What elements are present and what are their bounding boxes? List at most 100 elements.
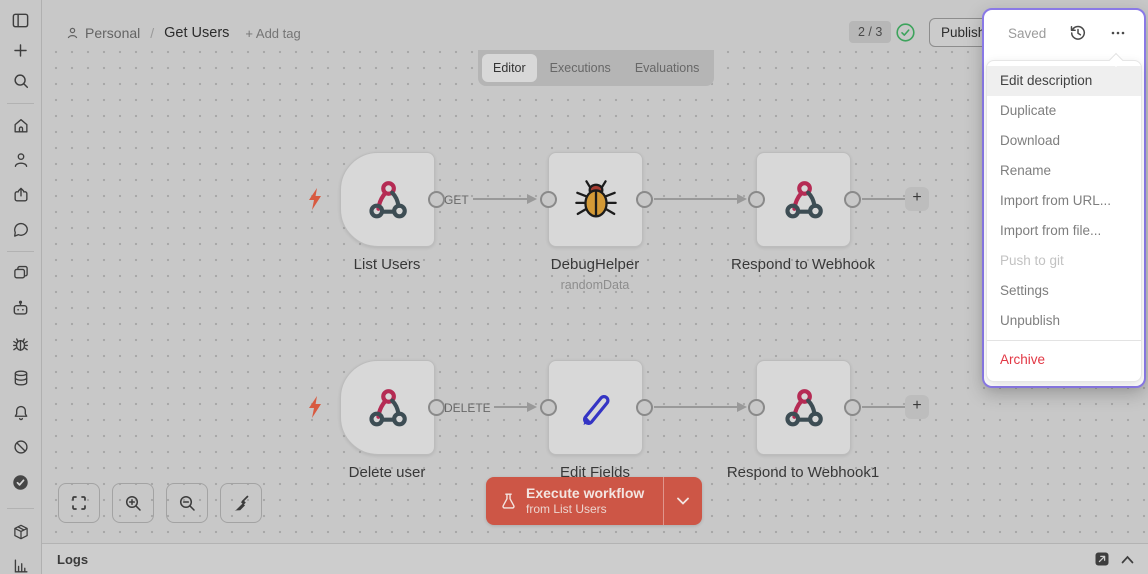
stack-icon[interactable] xyxy=(10,261,32,283)
execute-workflow-button[interactable]: Execute workflow from List Users xyxy=(486,477,702,525)
output-port[interactable] xyxy=(844,191,861,208)
panel-toggle-icon[interactable] xyxy=(10,9,32,31)
add-node-button[interactable]: + xyxy=(905,395,929,419)
input-port[interactable] xyxy=(540,191,557,208)
tab-editor[interactable]: Editor xyxy=(482,54,537,82)
node-name: List Users xyxy=(353,256,421,273)
chevron-up-icon[interactable] xyxy=(1121,555,1134,564)
webhook-icon xyxy=(368,180,407,218)
trigger-bolt-icon xyxy=(307,395,323,424)
new-workflow-plus-icon[interactable] xyxy=(10,39,32,61)
menu-item-download[interactable]: Download xyxy=(1000,133,1061,148)
package-icon[interactable] xyxy=(10,521,32,543)
tab-executions[interactable]: Executions xyxy=(549,61,611,75)
input-port[interactable] xyxy=(540,399,557,416)
webhook-icon xyxy=(784,180,823,218)
menu-item-push-to-git: Push to git xyxy=(1000,253,1064,268)
node-subtitle: randomData xyxy=(560,278,630,292)
trigger-bolt-icon xyxy=(307,187,323,216)
execute-workflow-sublabel: from List Users xyxy=(526,502,607,517)
sidebar-divider xyxy=(7,508,34,509)
workflow-canvas xyxy=(42,50,1148,543)
connection-arrow xyxy=(737,194,747,204)
output-port[interactable] xyxy=(428,399,445,416)
save-status-strip: Saved xyxy=(984,10,1144,56)
connection-wire xyxy=(862,198,905,200)
node-edit-fields[interactable] xyxy=(548,360,643,455)
breadcrumb-workspace[interactable]: Personal xyxy=(66,25,140,41)
menu-item-rename[interactable]: Rename xyxy=(1000,163,1052,178)
menu-item-import-from-url[interactable]: Import from URL... xyxy=(1000,193,1112,208)
output-port[interactable] xyxy=(636,399,653,416)
tidy-up-button[interactable] xyxy=(220,483,262,523)
connection-wire xyxy=(654,198,738,200)
workflow-name[interactable]: Get Users xyxy=(164,25,230,41)
version-history-icon[interactable] xyxy=(1069,24,1087,42)
check-circle-icon[interactable] xyxy=(10,471,32,493)
setup-progress-badge: 2 / 3 xyxy=(849,21,892,43)
input-port[interactable] xyxy=(748,191,765,208)
input-port[interactable] xyxy=(748,399,765,416)
breadcrumb: Personal / Get Users + Add tag xyxy=(66,0,301,66)
menu-item-archive[interactable]: Archive xyxy=(1000,352,1046,367)
execute-workflow-label: Execute workflow xyxy=(526,484,645,501)
workflow-context-menu: Edit description Duplicate Download Rena… xyxy=(986,52,1142,382)
tab-evaluations[interactable]: Evaluations xyxy=(634,61,700,75)
webhook-icon xyxy=(784,388,823,426)
menu-item-settings[interactable]: Settings xyxy=(1000,283,1049,298)
share-icon[interactable] xyxy=(10,184,32,206)
flask-icon xyxy=(502,492,515,509)
logs-panel-header[interactable]: Logs xyxy=(42,543,1148,574)
ellipsis-menu-icon[interactable] xyxy=(1110,25,1126,41)
popout-icon[interactable] xyxy=(1095,552,1109,566)
execute-workflow-main[interactable]: Execute workflow from List Users xyxy=(486,477,663,525)
person-icon xyxy=(67,27,78,39)
chat-icon[interactable] xyxy=(10,219,32,241)
output-port[interactable] xyxy=(428,191,445,208)
node-respond-to-webhook[interactable] xyxy=(756,152,851,247)
database-icon[interactable] xyxy=(10,367,32,389)
sidebar-divider xyxy=(7,103,34,104)
ban-icon[interactable] xyxy=(10,436,32,458)
add-tag-button[interactable]: + Add tag xyxy=(245,25,301,41)
editor-tab-bar: Editor Executions Evaluations xyxy=(478,50,715,86)
zoom-in-button[interactable] xyxy=(112,483,154,523)
sidebar-divider xyxy=(7,251,34,252)
robot-icon[interactable] xyxy=(10,297,32,319)
node-list-users[interactable] xyxy=(340,152,435,247)
home-icon[interactable] xyxy=(10,115,32,137)
execute-options-chevron[interactable] xyxy=(663,477,702,525)
workflow-menu-panel: Saved Edit description Duplicate Downloa… xyxy=(982,8,1146,388)
app-sidebar xyxy=(0,0,42,574)
pencil-icon xyxy=(582,394,609,425)
node-name: Delete user xyxy=(348,464,426,481)
node-delete-user[interactable] xyxy=(340,360,435,455)
zoom-out-button[interactable] xyxy=(166,483,208,523)
header-bar: Personal / Get Users + Add tag 2 / 3 Pub… xyxy=(42,0,1148,50)
bug-icon[interactable] xyxy=(10,332,32,354)
workspace-label: Personal xyxy=(85,25,141,41)
menu-item-edit-description[interactable]: Edit description xyxy=(987,66,1141,96)
node-debughelper[interactable] xyxy=(548,152,643,247)
connection-wire xyxy=(654,406,738,408)
menu-item-duplicate[interactable]: Duplicate xyxy=(1000,103,1057,118)
node-respond-to-webhook1[interactable] xyxy=(756,360,851,455)
add-node-button[interactable]: + xyxy=(905,187,929,211)
menu-item-import-from-file[interactable]: Import from file... xyxy=(1000,223,1102,238)
workflow-ok-icon xyxy=(895,22,916,43)
connection-wire xyxy=(862,406,905,408)
broom-icon xyxy=(234,495,249,511)
chart-icon[interactable] xyxy=(10,555,32,574)
zoom-to-fit-button[interactable] xyxy=(58,483,100,523)
user-icon[interactable] xyxy=(10,149,32,171)
bug-icon xyxy=(574,179,617,217)
bell-icon[interactable] xyxy=(10,402,32,424)
output-port[interactable] xyxy=(844,399,861,416)
connection-arrow xyxy=(527,402,537,412)
connection-wire xyxy=(494,406,528,408)
saved-status: Saved xyxy=(1008,25,1047,41)
search-icon[interactable] xyxy=(10,70,32,92)
output-port[interactable] xyxy=(636,191,653,208)
menu-item-unpublish[interactable]: Unpublish xyxy=(1000,313,1061,328)
